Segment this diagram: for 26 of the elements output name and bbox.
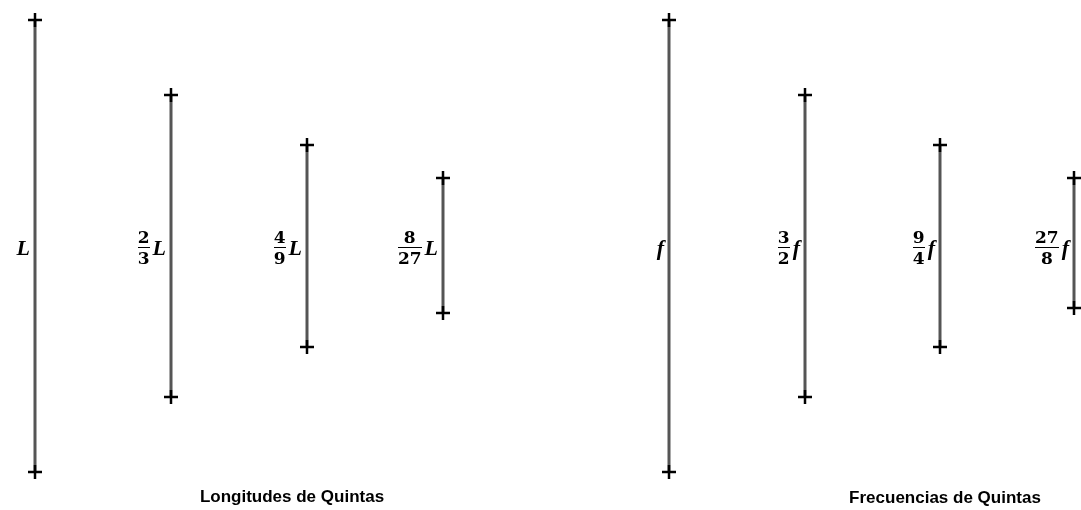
- variable-symbol: f: [656, 234, 664, 260]
- numerator: 27: [1035, 227, 1059, 247]
- denominator: 4: [912, 248, 925, 268]
- numerator: 3: [777, 227, 790, 247]
- denominator: 27: [397, 248, 422, 268]
- numerator: 9: [912, 227, 925, 247]
- variable-symbol: f: [1061, 234, 1069, 262]
- panel-caption: Longitudes de Quintas: [199, 486, 385, 509]
- numerator: 2: [137, 227, 150, 247]
- variable-symbol: L: [288, 234, 302, 262]
- panel-caption: Frecuencias de Quintas: [849, 487, 1041, 510]
- variable-symbol: L: [152, 234, 166, 262]
- line-segment: [164, 88, 178, 404]
- line-segment: [28, 13, 42, 479]
- variable-symbol: f: [927, 234, 935, 262]
- line-segment: [436, 171, 450, 320]
- denominator: 3: [137, 248, 150, 268]
- variable-symbol: f: [792, 234, 800, 262]
- numerator: 4: [273, 227, 286, 247]
- numerator: 8: [403, 227, 416, 247]
- denominator: 2: [777, 248, 790, 268]
- line-segment: [300, 138, 314, 354]
- denominator: 8: [1040, 248, 1053, 268]
- variable-symbol: L: [424, 234, 438, 262]
- denominator: 9: [273, 248, 286, 268]
- variable-symbol: L: [16, 234, 30, 260]
